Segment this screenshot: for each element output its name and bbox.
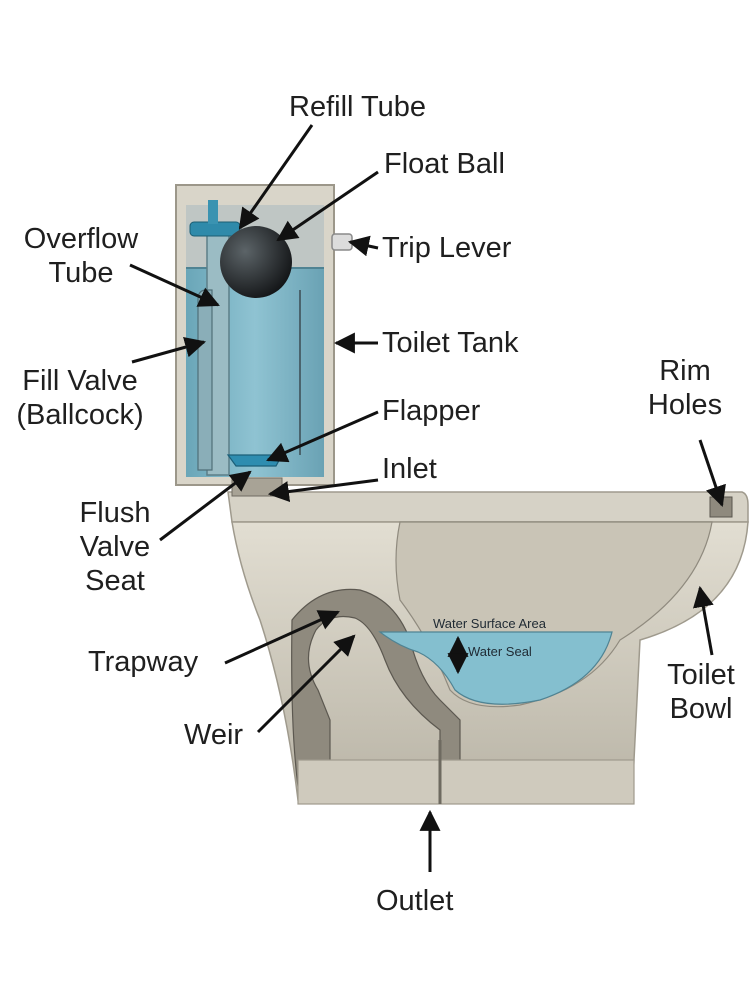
label-flush-valve-seat-line3: Seat xyxy=(85,565,145,597)
label-rim-holes-line1: Rim xyxy=(659,355,711,387)
label-toilet-tank: Toilet Tank xyxy=(382,327,519,359)
label-flush-valve-seat: Flush Valve Seat xyxy=(50,496,180,598)
label-toilet-bowl-line2: Bowl xyxy=(669,693,733,725)
label-outlet: Outlet xyxy=(376,885,454,917)
flush-valve-seat-arrow xyxy=(159,470,252,542)
label-refill-tube: Refill Tube xyxy=(289,91,427,123)
trapway-arrow xyxy=(224,610,340,665)
bowl-water xyxy=(378,631,613,705)
trip-lever-shape xyxy=(331,233,353,251)
trip-lever-arrow xyxy=(347,235,379,257)
label-trapway: Trapway xyxy=(88,646,199,678)
fill-valve-shape xyxy=(197,289,213,471)
label-fill-valve-line1: Fill Valve xyxy=(22,365,138,397)
overflow-tube-arrow xyxy=(129,263,220,307)
label-flush-valve-seat-line1: Flush xyxy=(79,497,151,529)
label-rim-holes: Rim Holes xyxy=(630,354,740,422)
flapper-arrow xyxy=(266,410,379,463)
label-overflow-tube-line1: Overflow xyxy=(23,223,139,255)
label-inlet: Inlet xyxy=(382,453,437,485)
label-flapper: Flapper xyxy=(382,395,481,427)
refill-tube-arrow xyxy=(238,124,314,230)
label-float-ball: Float Ball xyxy=(384,148,505,180)
label-water-surface-area: Water Surface Area xyxy=(433,616,546,631)
toilet-bowl-arrow xyxy=(692,585,714,656)
label-toilet-bowl-line1: Toilet xyxy=(667,659,735,691)
label-weir: Weir xyxy=(184,719,244,751)
inlet-arrow xyxy=(267,478,379,502)
label-overflow-tube: Overflow Tube xyxy=(6,222,156,290)
label-fill-valve-line2: (Ballcock) xyxy=(16,399,144,431)
label-overflow-tube-line2: Tube xyxy=(48,257,114,289)
fill-valve-arrow xyxy=(131,336,207,364)
float-ball-shape xyxy=(220,226,292,298)
label-toilet-bowl: Toilet Bowl xyxy=(655,658,747,726)
label-fill-valve: Fill Valve (Ballcock) xyxy=(0,364,160,432)
label-rim-holes-line2: Holes xyxy=(647,389,723,421)
label-flush-valve-seat-line2: Valve xyxy=(79,531,151,563)
float-ball-arrow xyxy=(276,170,379,242)
label-trip-lever: Trip Lever xyxy=(382,232,512,264)
label-water-seal: Water Seal xyxy=(468,644,532,659)
refill-tube-cap xyxy=(189,221,241,237)
weir-arrow xyxy=(256,634,356,734)
rim-holes-arrow xyxy=(698,439,726,507)
